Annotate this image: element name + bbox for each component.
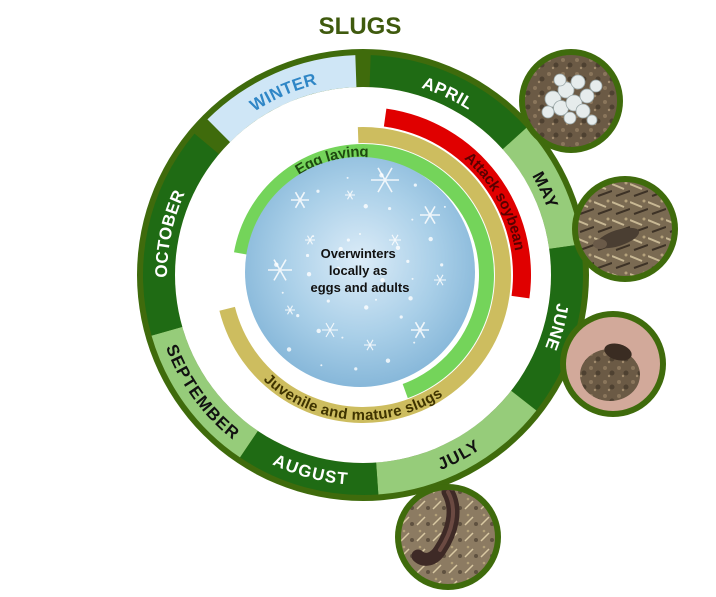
snow-dot: [408, 296, 413, 301]
stage-arc-0: [383, 108, 531, 299]
snow-dot: [274, 262, 279, 267]
snow-dot: [312, 235, 315, 238]
snow-dot: [341, 336, 344, 339]
snow-dot: [380, 278, 385, 283]
snow-dot: [387, 206, 392, 211]
snow-dot: [354, 367, 358, 371]
snow-dot: [286, 347, 292, 352]
snow-dot: [375, 298, 377, 301]
snow-dot: [281, 291, 284, 294]
snow-dot: [428, 236, 433, 242]
snow-dot: [399, 315, 403, 319]
slug-on-soil-clod-photo: [560, 311, 666, 417]
snowflake-icon: [420, 205, 440, 225]
slug-eggs-photo: [519, 49, 623, 153]
snowflake-icon: [322, 322, 338, 338]
snowflake-icon: [371, 167, 399, 193]
snowflake-icon: [434, 274, 446, 286]
month-segment-july: [376, 390, 537, 495]
snow-dot: [379, 288, 384, 292]
snow-dot: [385, 358, 391, 363]
snow-dot: [315, 288, 318, 291]
snowflake-icons: [268, 167, 446, 371]
snow-dot: [363, 204, 368, 209]
snow-dot: [306, 272, 312, 277]
month-segment-april: [369, 55, 527, 150]
snow-dot: [443, 205, 446, 208]
center-label: Overwinters locally as eggs and adults: [311, 246, 410, 295]
snowflake-icon: [389, 234, 401, 246]
snowflake-icon: [345, 190, 355, 200]
snow-dot: [359, 233, 361, 235]
snow-dot: [346, 238, 350, 242]
slug-on-ground-photo: [395, 484, 501, 590]
center-line-2: locally as: [329, 263, 388, 278]
snowflake-icon: [305, 235, 315, 245]
snow-dot: [364, 305, 369, 310]
snow-dot: [440, 263, 444, 267]
snowflake-icon: [285, 305, 295, 315]
diagram-title: SLUGS: [319, 13, 402, 40]
month-segment-winter: [207, 55, 357, 143]
snow-dot: [413, 183, 417, 187]
snowflake-icon: [411, 321, 429, 339]
center-line-3: eggs and adults: [311, 280, 410, 295]
snow-dot: [379, 271, 381, 273]
snow-dot: [379, 173, 384, 178]
snow-dot: [320, 364, 323, 367]
snow-dot: [336, 266, 340, 270]
snow-dot: [395, 245, 401, 251]
snow-dot: [411, 277, 414, 280]
snow-dot: [296, 313, 300, 318]
month-segment-june: [511, 244, 583, 411]
slug-in-residue-photo: [572, 176, 678, 282]
month-segment-august: [239, 430, 379, 495]
snow-dot: [346, 176, 349, 179]
center-line-1: Overwinters: [321, 246, 396, 261]
snowflake-icon: [291, 191, 309, 209]
snow-dot: [413, 341, 416, 344]
snow-dot: [326, 299, 330, 303]
month-segment-september: [151, 326, 258, 458]
snow-dot: [338, 246, 343, 252]
snow-dot: [316, 328, 321, 334]
snow-dot: [336, 258, 339, 260]
snow-dot: [411, 218, 414, 221]
month-segment-october: [142, 133, 219, 336]
snow-dot: [406, 259, 410, 263]
snowflake-icon: [364, 339, 376, 351]
month-segment-may: [502, 127, 581, 249]
snow-dot: [305, 253, 310, 258]
snow-dot: [316, 189, 320, 193]
